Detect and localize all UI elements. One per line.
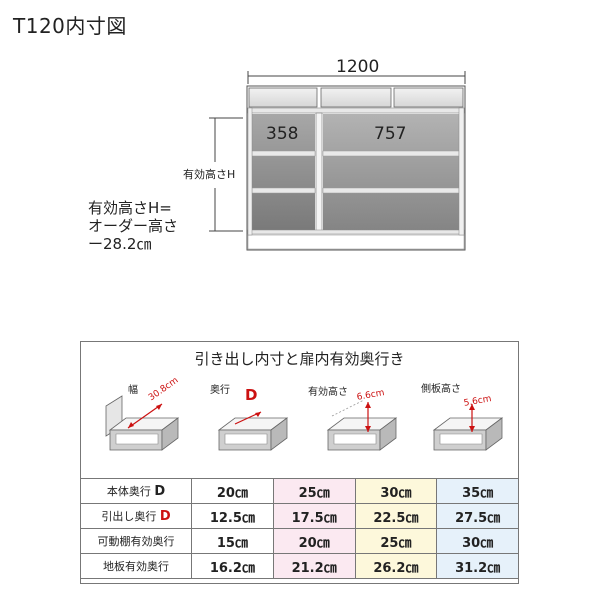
table-cell: 20㎝ — [191, 478, 274, 504]
height-note-line-3: ー28.2㎝ — [88, 235, 152, 253]
drawer-illustrations — [105, 395, 504, 451]
table-cell: 21.2㎝ — [272, 553, 356, 579]
table-row: 地板有効奥行 16.2㎝ 21.2㎝ 26.2㎝ 31.2㎝ — [80, 553, 519, 579]
inner-left-width-label: 358 — [266, 124, 299, 144]
table-cell: 25㎝ — [272, 478, 356, 504]
table-cell: 20㎝ — [272, 528, 356, 554]
shelf-right-2 — [322, 187, 460, 194]
height-note-line-1: 有効高さH= — [88, 199, 172, 217]
illustration-caption-side-height: 側板高さ — [421, 384, 461, 395]
drawer-illustration-height — [326, 399, 398, 451]
drawer-illustration-depth — [217, 411, 289, 451]
table-cell: 26.2㎝ — [354, 553, 438, 579]
drawer-illustration-side-height — [432, 404, 504, 451]
top-drawer-left — [248, 87, 318, 108]
shelf-left-1 — [251, 150, 316, 157]
table-cell: 16.2㎝ — [191, 553, 274, 579]
shelf-right-1 — [322, 150, 460, 157]
right-compartment — [323, 114, 459, 230]
drawer-illustration-width — [105, 395, 180, 451]
cabinet-diagram — [209, 71, 466, 251]
table-cell: 35㎝ — [436, 478, 519, 504]
width-dimension — [247, 71, 466, 84]
illustration-caption-width: 幅 — [128, 385, 138, 396]
cabinet-body — [246, 85, 466, 251]
table-row: 引出し奥行 D 12.5㎝ 17.5㎝ 22.5㎝ 27.5㎝ — [80, 503, 519, 529]
top-drawer-right — [393, 87, 464, 108]
illustration-caption-height: 有効高さ — [308, 387, 348, 398]
height-dimension — [209, 117, 243, 232]
table-cell: 17.5㎝ — [272, 503, 356, 529]
table-cell: 30㎝ — [436, 528, 519, 554]
page-title: T120内寸図 — [13, 14, 127, 38]
table-cell: 31.2㎝ — [436, 553, 519, 579]
row-header: 可動棚有効奥行 — [80, 528, 192, 554]
table-cell: 25㎝ — [354, 528, 438, 554]
spec-panel: 引き出し内寸と扉内有効奥行き — [80, 341, 519, 584]
table-cell: 27.5㎝ — [436, 503, 519, 529]
row-header: 本体奥行 D — [80, 478, 192, 504]
shelf-left-2 — [251, 187, 316, 194]
table-cell: 15㎝ — [191, 528, 274, 554]
table-row: 可動棚有効奥行 15㎝ 20㎝ 25㎝ 30㎝ — [80, 528, 519, 554]
width-label: 1200 — [336, 57, 380, 77]
inner-right-width-label: 757 — [374, 124, 407, 144]
plinth — [247, 234, 465, 250]
height-note-line-2: オーダー高さ — [88, 217, 179, 235]
illustration-dim-depth: D — [245, 386, 258, 404]
table-row: 本体奥行 D 20㎝ 25㎝ 30㎝ 35㎝ — [80, 478, 519, 504]
top-drawer-middle — [320, 87, 392, 108]
table-cell: 22.5㎝ — [354, 503, 438, 529]
table-cell: 12.5㎝ — [191, 503, 274, 529]
spec-title: 引き出し内寸と扉内有効奥行き — [194, 350, 405, 368]
height-label: 有効高さH — [183, 168, 236, 181]
table-cell: 30㎝ — [354, 478, 438, 504]
row-header: 引出し奥行 D — [80, 503, 192, 529]
row-header: 地板有効奥行 — [80, 553, 192, 579]
illustration-caption-depth: 奥行 — [210, 385, 230, 396]
center-partition — [315, 112, 323, 232]
depth-spec-table: 本体奥行 D 20㎝ 25㎝ 30㎝ 35㎝ 引出し奥行 D 12.5㎝ 17.… — [80, 478, 519, 579]
